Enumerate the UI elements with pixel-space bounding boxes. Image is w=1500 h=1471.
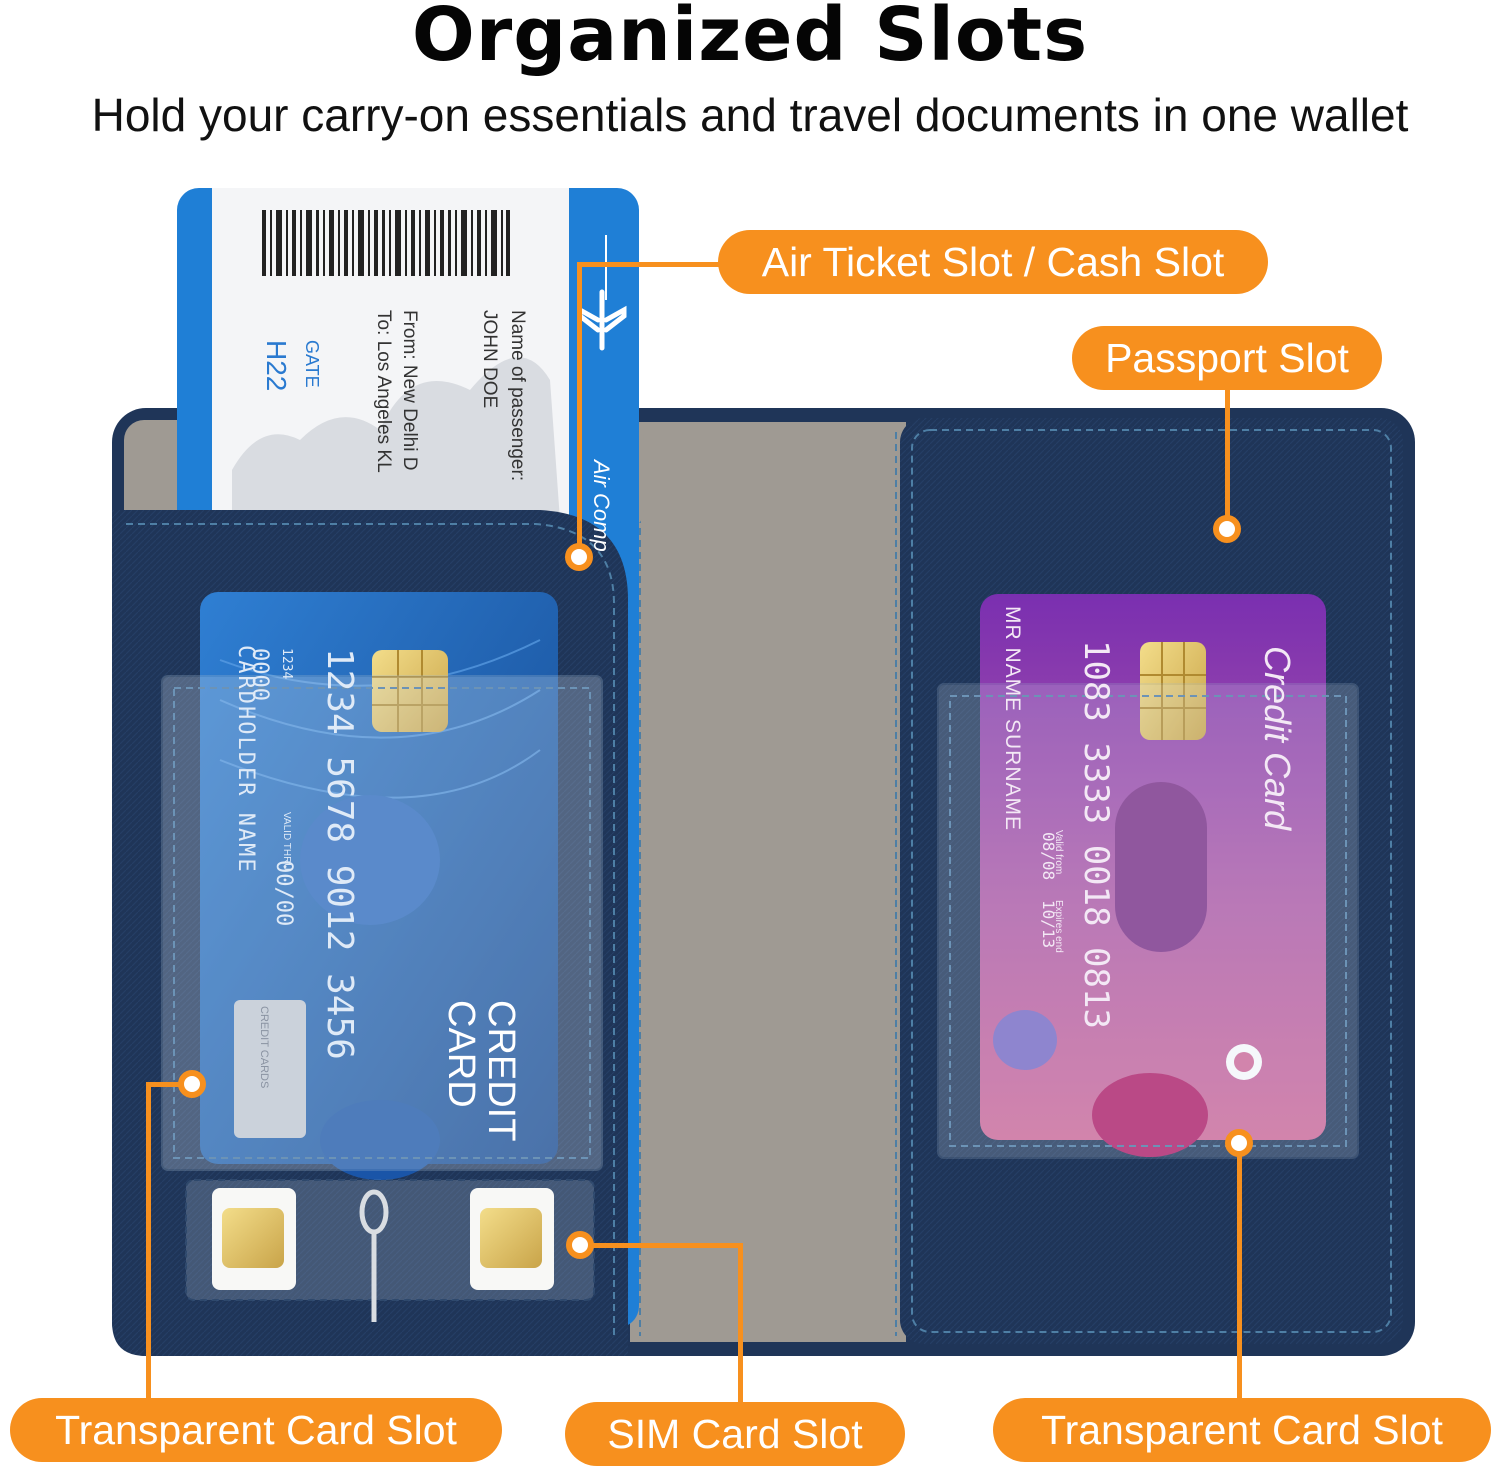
chip-icon xyxy=(372,650,448,732)
blue-card-small-code: 1234 xyxy=(279,648,294,680)
from-text: From: New Delhi D xyxy=(399,310,420,471)
blue-card-valid: 00/00 xyxy=(271,860,296,927)
blue-card-badge: CREDIT CARDS xyxy=(258,1006,270,1089)
blue-card-number: 1234 5678 9012 3456 xyxy=(319,648,360,1060)
blue-card-brand-2: CARD xyxy=(440,1000,482,1108)
sim-marker xyxy=(566,1231,594,1259)
transparent-left-callout: Transparent Card Slot xyxy=(10,1398,502,1462)
purple-card-expires: 10/13 xyxy=(1039,900,1058,949)
credit-cards-badge xyxy=(234,1000,306,1138)
passport-callout: Passport Slot xyxy=(1072,326,1382,390)
passenger-name: JOHN DOE xyxy=(479,310,500,409)
passport-connector xyxy=(1225,388,1230,516)
wallet-spine-lining xyxy=(630,422,906,1342)
purple-card-valid: 08/08 xyxy=(1039,832,1058,881)
passenger-label: Name of passenger: xyxy=(507,310,528,482)
air-ticket-connector-horizontal xyxy=(577,262,722,267)
to-text: To: Los Angeles KL xyxy=(373,310,394,473)
air-ticket-connector-vertical xyxy=(577,264,582,554)
blue-credit-card xyxy=(200,592,558,1180)
gate-label: GATE xyxy=(302,340,322,388)
sim-card-icon xyxy=(212,1188,296,1290)
barcode xyxy=(262,210,510,276)
purple-card-number: 1083 3333 0018 0813 xyxy=(1076,640,1116,1029)
sim-callout: SIM Card Slot xyxy=(565,1402,905,1466)
transparent-right-marker xyxy=(1225,1129,1253,1157)
sim-connector-horizontal xyxy=(592,1243,742,1248)
blue-card-brand-1: CREDIT xyxy=(480,1000,522,1142)
transparent-right-connector xyxy=(1237,1156,1242,1400)
page-subtitle: Hold your carry-on essentials and travel… xyxy=(91,89,1409,141)
transparent-left-connector-horizontal xyxy=(146,1082,186,1087)
air-ticket-callout: Air Ticket Slot / Cash Slot xyxy=(718,230,1268,294)
blue-card-holder: CARDHOLDER NAME xyxy=(233,645,258,874)
airline-name: Air Comp xyxy=(589,460,614,552)
transparent-left-connector-vertical xyxy=(146,1082,151,1400)
purple-card-holder: MR NAME SURNAME xyxy=(1001,606,1024,832)
page-title: Organized Slots xyxy=(411,0,1089,78)
sim-connector-vertical xyxy=(738,1243,743,1403)
air-ticket-marker xyxy=(565,543,593,571)
purple-card-brand: Credit Card xyxy=(1257,646,1298,831)
passport-marker xyxy=(1213,515,1241,543)
sim-ejector-pin-icon xyxy=(359,1189,389,1322)
transparent-right-callout: Transparent Card Slot xyxy=(993,1398,1491,1462)
purple-credit-card xyxy=(980,594,1326,1157)
chip-icon xyxy=(1140,642,1206,740)
transparent-left-marker xyxy=(178,1070,206,1098)
contactless-icon xyxy=(1226,1044,1262,1080)
sim-card-icon xyxy=(470,1188,554,1290)
gate-value: H22 xyxy=(261,340,292,392)
